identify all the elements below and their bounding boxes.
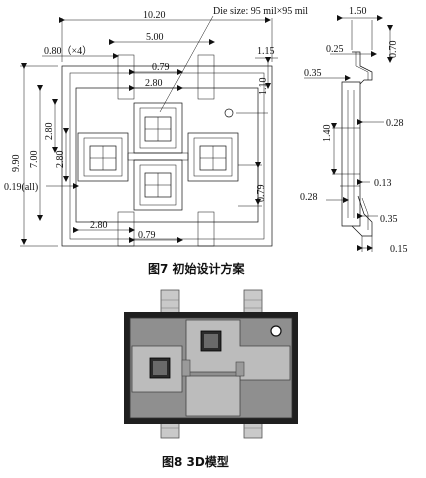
dim-total-width: 10.20: [143, 10, 166, 21]
top-view-drawing: 10.20 Die size: 95 mil×95 mil 5.00 0.80（…: [4, 6, 308, 247]
center-strip: [127, 152, 189, 161]
model-pin1-mark: [270, 325, 282, 337]
model-pad-bottom: [185, 375, 241, 417]
dim-top-gap: 0.79: [152, 62, 170, 73]
lead-top-left: [117, 54, 135, 100]
model-3d-render: [124, 289, 298, 439]
dim-right-gap: 0.79: [256, 185, 267, 203]
side-lead-bottom: [351, 195, 373, 237]
die-size-note: Die size: 95 mil×95 mil: [213, 6, 308, 17]
lead-top-right: [197, 54, 215, 100]
dim-clearance-all: 0.19(all): [4, 182, 38, 193]
side-dim-025: 0.25: [326, 44, 344, 55]
side-dim-015: 0.15: [390, 244, 408, 255]
side-view-drawing: 1.50 0.70 0.25 0.35 0.28 1.40 0.13 0.28 …: [300, 6, 408, 255]
side-lead-top: [352, 51, 373, 85]
dim-body-height: 7.00: [29, 151, 40, 169]
figure7-caption: 图7 初始设计方案: [148, 261, 246, 276]
pin1-mark-circle: [224, 108, 234, 118]
die-right: [199, 145, 227, 171]
lead-bottom-left: [117, 211, 135, 247]
dim-lead-width: 0.80（×4）: [44, 45, 92, 57]
side-dim-028-left: 0.28: [300, 192, 318, 203]
dim-pad-width-top: 2.80: [145, 78, 163, 89]
side-dim-140: 1.40: [322, 125, 333, 143]
side-dim-035-bottom: 0.35: [380, 214, 398, 225]
lead-bottom-right: [197, 211, 215, 247]
die-bottom: [144, 172, 172, 198]
dim-pad-height-upper: 2.80: [44, 123, 55, 141]
dim-pad-width-bottom: 2.80: [90, 220, 108, 231]
side-dim-035-top: 0.35: [304, 68, 322, 79]
side-dim-028-right: 0.28: [386, 118, 404, 129]
package-outline: [61, 65, 273, 247]
dim-pad-height-lower: 2.80: [55, 151, 66, 169]
dim-bottom-gap: 0.79: [138, 230, 156, 241]
figure8-caption: 图8 3D模型: [162, 454, 229, 469]
side-dim-013: 0.13: [374, 178, 392, 189]
dim-lead-pitch: 5.00: [146, 32, 164, 43]
die-top: [144, 116, 172, 142]
dim-edge-offset: 1.15: [257, 46, 275, 57]
dim-total-height: 9.90: [11, 155, 22, 173]
side-dim-width: 1.50: [349, 6, 367, 17]
dim-edge-height: 1.10: [258, 78, 269, 96]
die-left: [89, 145, 117, 171]
side-dim-lead-thickness: 0.70: [388, 41, 399, 59]
side-body-outline: [341, 81, 361, 227]
